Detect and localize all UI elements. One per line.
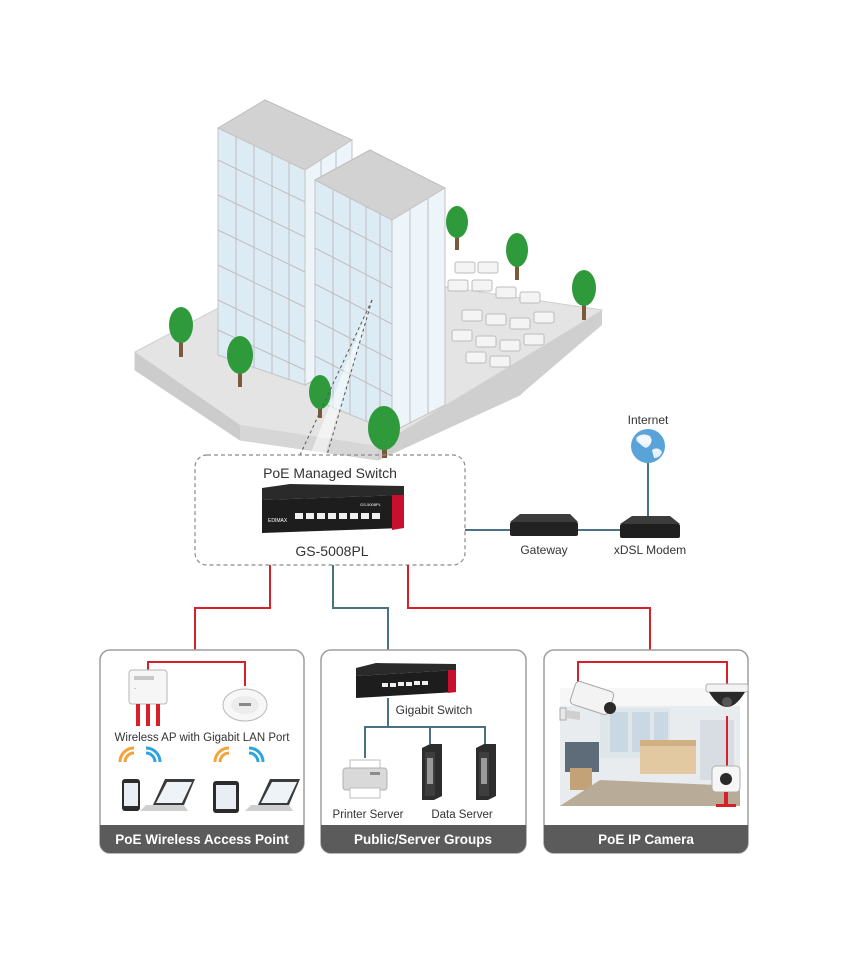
parking-lot: [447, 261, 555, 368]
tree: [227, 336, 253, 387]
internet-globe-icon: [631, 429, 665, 463]
panel-ip-camera: PoE IP Camera: [543, 649, 749, 854]
bullet-camera-icon[interactable]: [559, 680, 616, 721]
cube-camera-icon[interactable]: [711, 765, 741, 807]
poe-connection-lines: [194, 565, 651, 662]
core-switch-title: PoE Managed Switch: [263, 465, 397, 481]
switch-ports: [295, 513, 380, 519]
server-lines: [364, 698, 486, 758]
tree: [506, 233, 528, 280]
wireless-poe-lines: [147, 661, 246, 686]
tree: [368, 406, 400, 458]
poe-managed-switch[interactable]: EDIMAX GS-5008PL: [262, 484, 404, 533]
tree: [169, 307, 193, 357]
office-tower-front: [313, 149, 447, 433]
data-server-label: Data Server: [431, 809, 493, 821]
outdoor-access-point-icon[interactable]: ◦: [128, 669, 168, 726]
uplink-lines: [465, 462, 649, 531]
internet-label: Internet: [628, 413, 669, 427]
tablet-icon: [213, 781, 239, 813]
wireless-ap-caption: Wireless AP with Gigabit LAN Port: [115, 732, 291, 744]
panel-wireless-access-point: PoE Wireless Access Point ◦ Wireless AP …: [99, 649, 305, 854]
panel-servers-title: Public/Server Groups: [354, 832, 492, 847]
gateway-label: Gateway: [520, 543, 567, 557]
laptop-icon: [245, 779, 300, 811]
dome-camera-icon[interactable]: [705, 683, 749, 707]
gateway-device[interactable]: [510, 514, 578, 536]
ceiling-access-point-icon[interactable]: [222, 688, 268, 722]
data-connection-lines: [332, 565, 389, 660]
tree: [446, 206, 468, 250]
laptop-icon: [140, 779, 195, 811]
switch-brand-plate: EDIMAX: [268, 518, 288, 524]
server-tower-icon[interactable]: [476, 744, 496, 800]
gigabit-switch-icon[interactable]: [356, 663, 456, 698]
tree: [572, 270, 596, 320]
smartphone-icon: [122, 779, 140, 811]
printer-server-label: Printer Server: [333, 809, 404, 821]
svg-text:◦: ◦: [134, 686, 136, 692]
panel-server-groups: Public/Server Groups Gigabit Switch Prin…: [320, 649, 527, 854]
printer-icon[interactable]: [342, 759, 388, 799]
core-switch-callout: [194, 454, 466, 566]
xdsl-modem-device[interactable]: [620, 516, 680, 538]
office-buildings-illustration: [134, 99, 604, 461]
core-switch-model: GS-5008PL: [295, 543, 368, 559]
callout-cone: [310, 300, 372, 455]
panel-wireless-title: PoE Wireless Access Point: [115, 832, 289, 847]
panel-camera-title: PoE IP Camera: [598, 832, 694, 847]
wifi-waves-icon: [213, 746, 265, 763]
camera-poe-lines: [577, 661, 728, 766]
xdsl-modem-label: xDSL Modem: [614, 543, 686, 557]
trees: [169, 206, 596, 458]
server-tower-icon[interactable]: [422, 744, 442, 800]
wifi-waves-icon: [118, 746, 162, 763]
switch-model-plate: GS-5008PL: [360, 502, 382, 507]
gigabit-switch-label: Gigabit Switch: [396, 703, 473, 717]
